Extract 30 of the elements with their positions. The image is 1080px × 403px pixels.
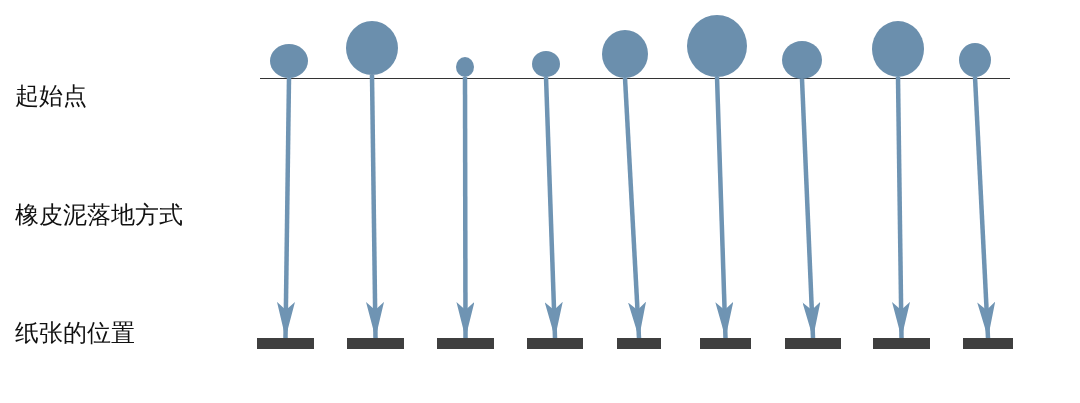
- paper-bar: [347, 338, 404, 349]
- clay-ball: [456, 57, 474, 77]
- clay-ball: [959, 43, 991, 77]
- clay-ball: [687, 15, 747, 77]
- clay-ball: [532, 51, 560, 77]
- clay-ball: [270, 44, 308, 78]
- paper-bar: [963, 338, 1013, 349]
- row-label: 纸张的位置: [15, 319, 135, 348]
- arrow: [714, 76, 734, 339]
- paper-bar: [257, 338, 314, 349]
- arrow: [277, 77, 295, 339]
- paper-bar: [437, 338, 494, 349]
- paper-bar: [617, 338, 661, 349]
- clay-ball: [346, 21, 398, 75]
- arrow: [892, 76, 910, 339]
- clay-ball: [782, 41, 822, 79]
- arrow: [456, 77, 475, 338]
- paper-bar: [785, 338, 841, 349]
- row-label: 橡皮泥落地方式: [15, 201, 183, 230]
- clay-ball: [602, 30, 648, 78]
- arrow: [622, 77, 647, 339]
- arrow: [366, 74, 384, 339]
- arrow: [543, 76, 563, 339]
- arrow: [799, 78, 821, 339]
- clay-ball: [872, 21, 924, 77]
- paper-bar: [873, 338, 930, 349]
- paper-bar: [700, 338, 751, 349]
- row-label: 起始点: [15, 82, 87, 111]
- paper-bar: [527, 338, 583, 349]
- arrow: [972, 76, 996, 339]
